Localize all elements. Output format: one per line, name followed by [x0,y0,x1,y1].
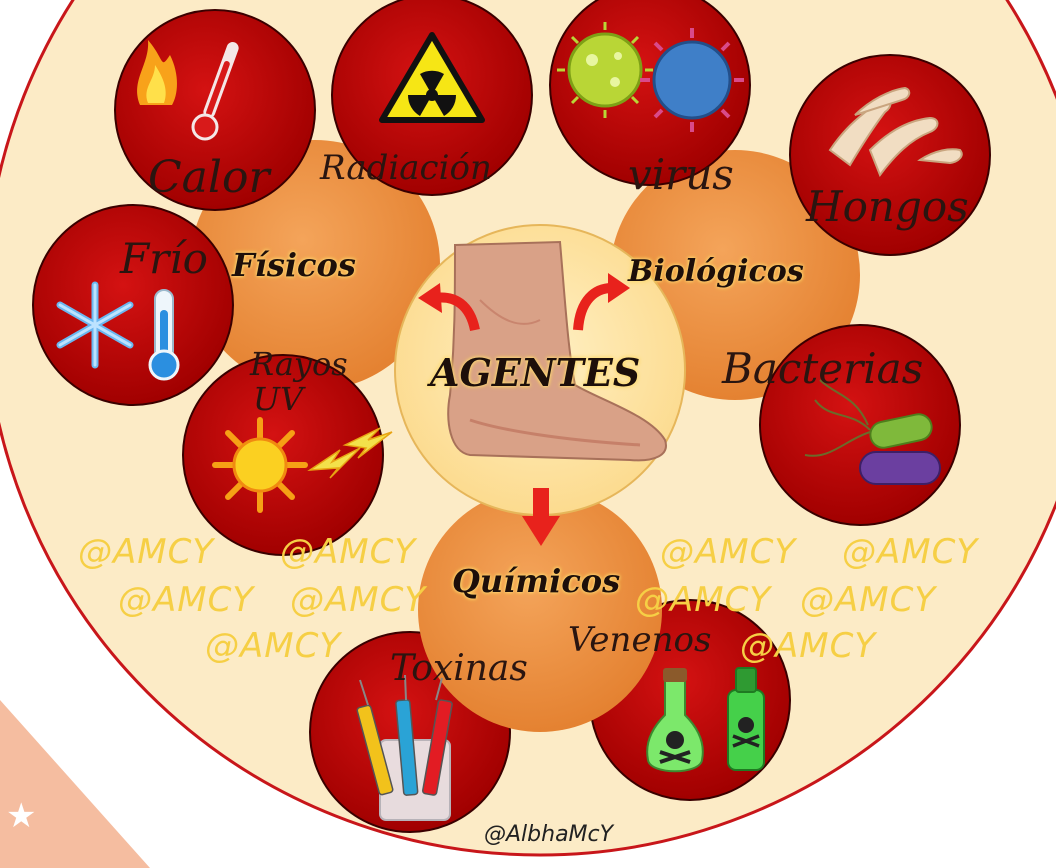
corner-tab [0,700,150,868]
watermark: @AMCY [78,532,214,572]
label-venenos: Venenos [568,620,711,660]
star-icon: ★ [6,796,36,836]
watermark: @AMCY [800,580,936,620]
label-radiacion: Radiación [320,148,492,188]
label-rayos: Rayos [250,345,348,383]
watermark: @AMCY [290,580,426,620]
category-label-fisicos: Físicos [232,246,356,284]
category-label-biologicos: Biológicos [628,254,804,289]
label-uv: UV [253,380,303,418]
label-bacterias: Bacterias [722,344,923,393]
watermark: @AMCY [635,580,771,620]
credit-signature: @AlbhaMcY [484,822,613,847]
center-title: AGENTES [430,350,640,395]
watermark: @AMCY [280,532,416,572]
watermark: @AMCY [205,626,341,666]
label-calor: Calor [148,152,270,203]
label-toxinas: Toxinas [390,648,528,689]
watermark: @AMCY [842,532,978,572]
watermark: @AMCY [118,580,254,620]
watermark: @AMCY [660,532,796,572]
label-virus: virus [628,150,734,199]
watermark: @AMCY [740,626,876,666]
label-frio: Frío [120,234,208,283]
category-label-quimicos: Químicos [452,562,620,600]
label-hongos: Hongos [806,182,969,231]
